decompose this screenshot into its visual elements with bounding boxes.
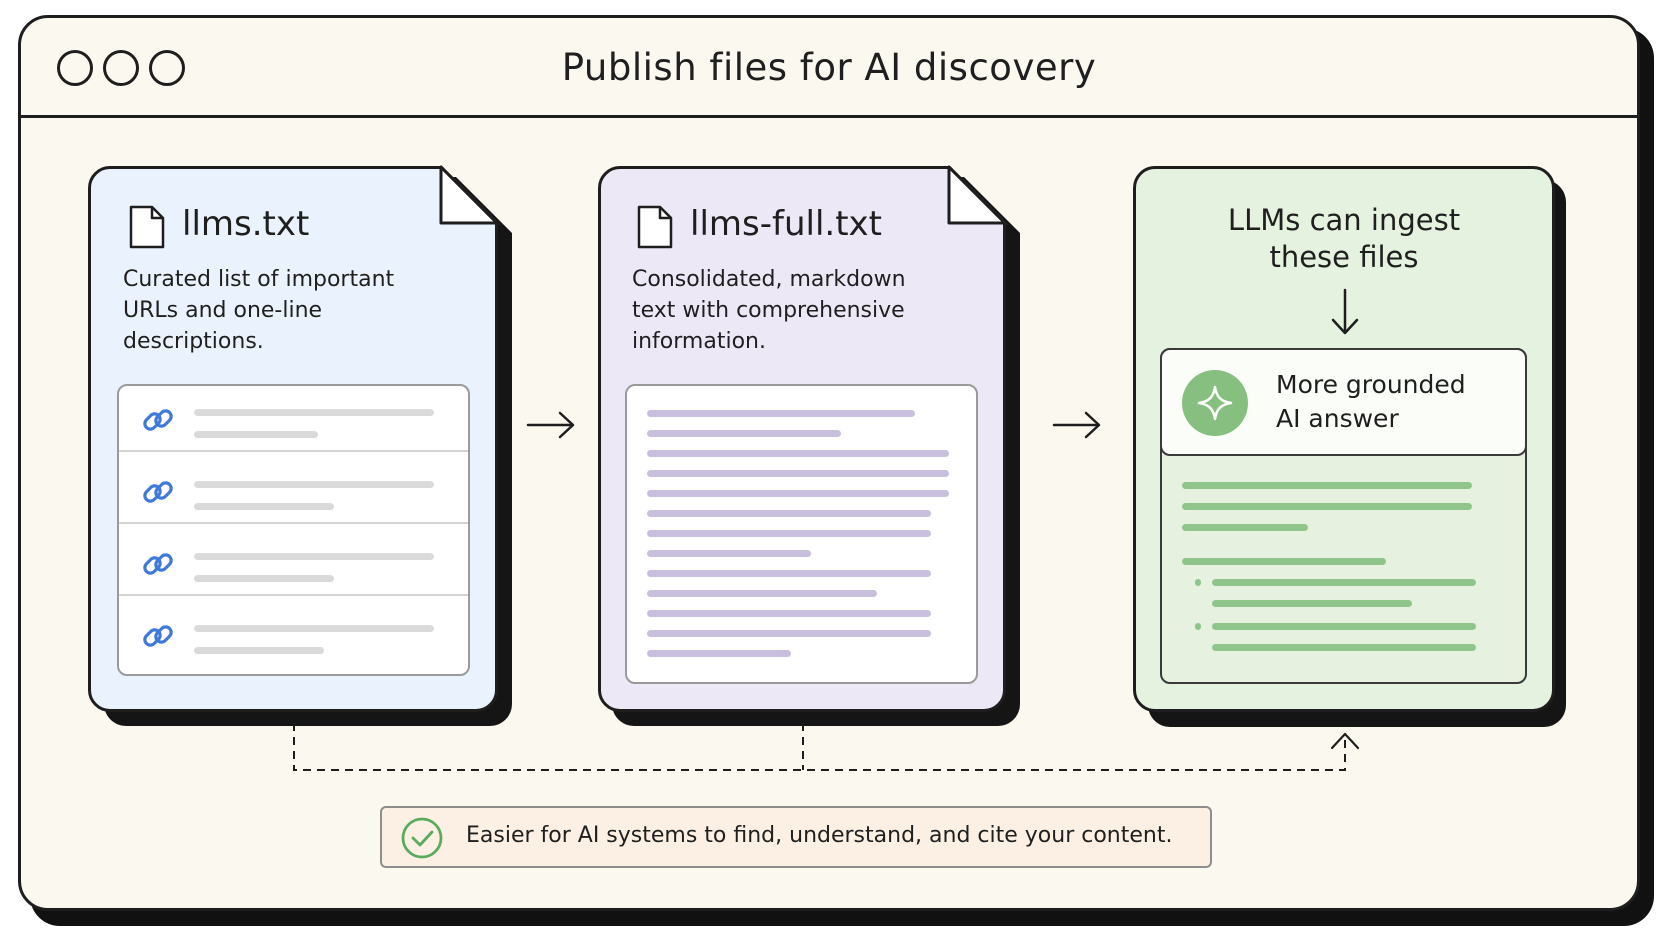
llms-full-txt-description: Consolidated, markdown text with compreh… <box>632 267 906 354</box>
file-icon <box>637 205 673 249</box>
list-item[interactable] <box>119 530 468 596</box>
benefit-text: Easier for AI systems to find, understan… <box>466 823 1173 848</box>
list-item[interactable] <box>119 602 468 668</box>
file-icon <box>129 205 165 249</box>
ingest-heading-line-2: these files <box>1269 240 1419 274</box>
benefit-banner: Easier for AI systems to find, understan… <box>380 806 1212 868</box>
window-title: Publish files for AI discovery <box>561 46 1097 89</box>
full-card-fold <box>947 165 1009 227</box>
ingest-heading-line-1: LLMs can ingest <box>1227 203 1461 237</box>
arrow-right-icon <box>526 411 575 439</box>
link-list <box>117 384 470 676</box>
window-control-dot-2[interactable] <box>103 50 139 86</box>
ai-answer-line-1: More grounded <box>1276 370 1466 399</box>
llms-card-fold <box>439 165 501 227</box>
title-bar: Publish files for AI discovery <box>21 18 1637 118</box>
llms-txt-description: Curated list of important URLs and one-l… <box>123 267 395 354</box>
llms-full-txt-title: llms-full.txt <box>690 204 882 244</box>
window-control-dot-1[interactable] <box>57 50 93 86</box>
ai-answer-label: More grounded AI answer <box>1276 368 1466 436</box>
list-item[interactable] <box>119 386 468 452</box>
link-icon <box>143 481 173 503</box>
check-circle-icon <box>401 817 443 859</box>
ingest-heading: LLMs can ingest these files <box>1133 202 1555 276</box>
arrow-right-icon <box>1052 411 1101 439</box>
markdown-preview <box>625 384 978 684</box>
link-icon <box>143 553 173 575</box>
list-item[interactable] <box>119 458 468 524</box>
llms-txt-title: llms.txt <box>182 204 310 244</box>
arrow-down-icon <box>1331 288 1359 335</box>
link-icon <box>143 625 173 647</box>
link-icon <box>143 409 173 431</box>
window-control-dot-3[interactable] <box>149 50 185 86</box>
ai-answer-header: More grounded AI answer <box>1160 348 1527 456</box>
sparkle-icon <box>1182 370 1248 436</box>
ai-answer-line-2: AI answer <box>1276 404 1399 433</box>
